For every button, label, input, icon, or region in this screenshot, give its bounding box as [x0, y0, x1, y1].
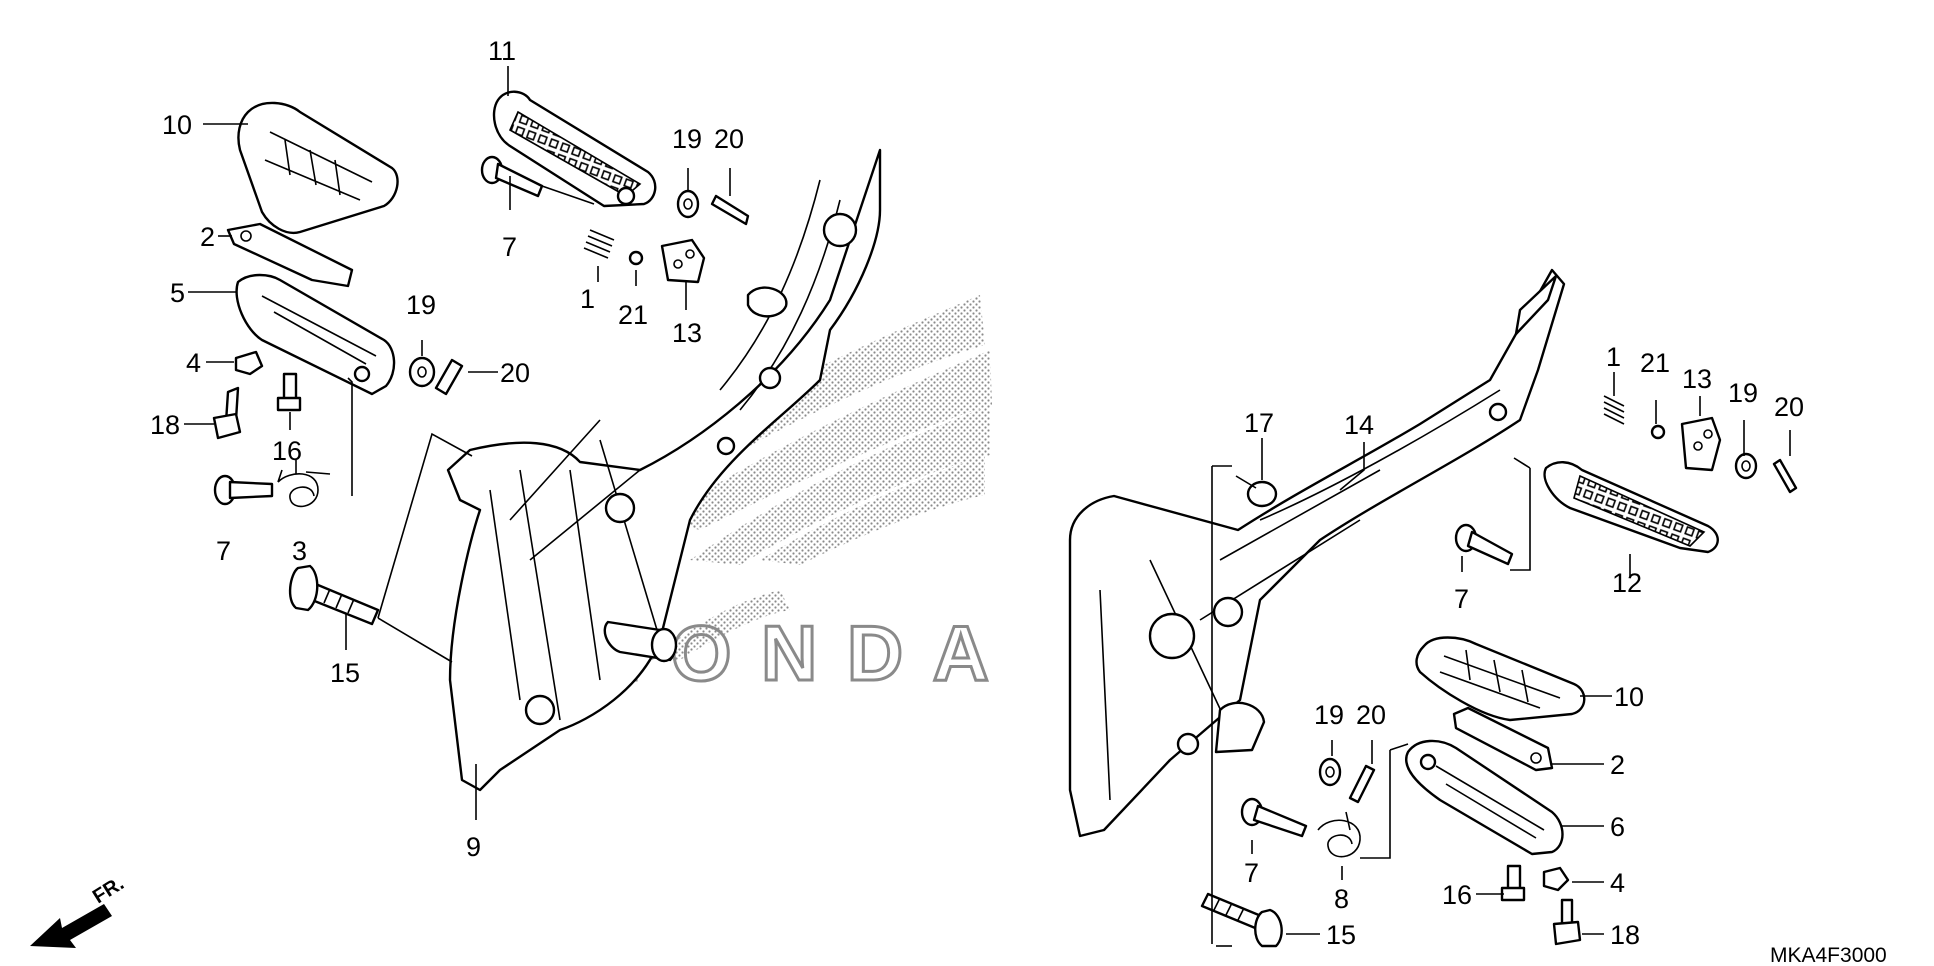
footpeg-plate-right	[1452, 706, 1554, 772]
callout-label: 5	[170, 278, 185, 308]
footpeg-plate-left	[226, 222, 354, 288]
mounting-bolt-right	[1200, 892, 1283, 948]
washer-19c	[1734, 452, 1758, 480]
footpeg-rubber-left	[237, 101, 399, 235]
callout-label: 3	[292, 536, 307, 566]
callout-label: 1	[580, 284, 595, 314]
callout-label: 13	[1682, 364, 1712, 394]
callout-label: 18	[150, 410, 180, 440]
callout-label: 12	[1612, 568, 1642, 598]
footpeg-left-upper	[492, 90, 657, 208]
callout-label: 11	[488, 36, 516, 66]
callout-label: 16	[1442, 880, 1472, 910]
callout-label: 4	[1610, 868, 1625, 898]
callout-label: 7	[502, 232, 517, 262]
callout-label: 10	[162, 110, 192, 140]
cotter-pin-20d	[1348, 764, 1376, 804]
flange-bolt-left	[212, 386, 242, 440]
callout-label: 9	[466, 832, 481, 862]
spring-1b	[1603, 395, 1625, 425]
callout-label: 19	[672, 124, 702, 154]
callout-label: 16	[272, 436, 302, 466]
stopper-13b	[1680, 416, 1722, 472]
callout-label: 15	[1326, 920, 1356, 950]
callout-label: 18	[1610, 920, 1640, 950]
ball-21a	[628, 250, 644, 266]
return-spring-left	[277, 469, 331, 508]
callout-label: 4	[186, 348, 201, 378]
callout-label: 21	[618, 300, 648, 330]
callout-label: 2	[200, 222, 215, 252]
front-direction-indicator: FR.	[30, 873, 128, 948]
flange-bolt-right	[1552, 898, 1582, 946]
leader-lines	[184, 66, 1791, 947]
front-direction-label: FR.	[89, 873, 128, 909]
drawing-code: MKA4F3000	[1770, 944, 1887, 966]
callout-label: 19	[406, 290, 436, 320]
pin-left-lower	[213, 474, 274, 506]
callout-label: 20	[500, 358, 530, 388]
cotter-pin-20c	[1772, 458, 1798, 494]
pin-left-upper	[480, 155, 544, 198]
footpeg-bracket-right	[1068, 268, 1566, 838]
callout-label: 19	[1314, 700, 1344, 730]
pin-right-upper	[1454, 523, 1514, 566]
callout-label: 7	[1454, 584, 1469, 614]
nut-left	[234, 350, 264, 376]
callout-label: 14	[1344, 410, 1374, 440]
callout-label: 6	[1610, 812, 1625, 842]
washer-19b	[408, 356, 436, 388]
stopper-13a	[660, 238, 706, 284]
callout-label: 2	[1610, 750, 1625, 780]
mounting-bolt-left	[288, 564, 380, 626]
callout-label: 8	[1334, 884, 1349, 914]
cotter-pin-20b	[434, 358, 464, 396]
nut-right	[1542, 866, 1570, 892]
footpeg-rubber-right	[1415, 636, 1586, 722]
footpeg-right-upper	[1543, 461, 1719, 554]
clip-17	[1235, 475, 1278, 508]
callout-label: 13	[672, 318, 702, 348]
callout-label: 10	[1614, 682, 1644, 712]
callout-label: 20	[1356, 700, 1386, 730]
callout-label: 20	[714, 124, 744, 154]
callout-label: 21	[1640, 348, 1670, 378]
return-spring-right	[1317, 811, 1361, 858]
callout-label: 19	[1728, 378, 1758, 408]
callout-labels: 10 2 5 4 18 16 7 3 15 9 11 7 19 20 1 21 …	[150, 36, 1804, 950]
footpeg-bracket-left	[446, 148, 882, 792]
footpeg-left	[235, 273, 396, 396]
callout-label: 7	[216, 536, 231, 566]
washer-19a	[676, 189, 700, 219]
callout-label: 17	[1244, 408, 1274, 438]
footpeg-right	[1405, 739, 1564, 856]
spring-1a	[583, 229, 615, 259]
callout-label: 15	[330, 658, 360, 688]
callout-label: 20	[1774, 392, 1804, 422]
washer-19d	[1318, 757, 1342, 787]
callout-label: 7	[1244, 858, 1259, 888]
bolt-16-left	[276, 372, 302, 412]
bolt-16-right	[1500, 864, 1526, 902]
cotter-pin-20a	[710, 194, 750, 226]
pin-right-lower	[1240, 797, 1308, 838]
ball-21b	[1650, 424, 1666, 440]
callout-label: 1	[1606, 342, 1621, 372]
